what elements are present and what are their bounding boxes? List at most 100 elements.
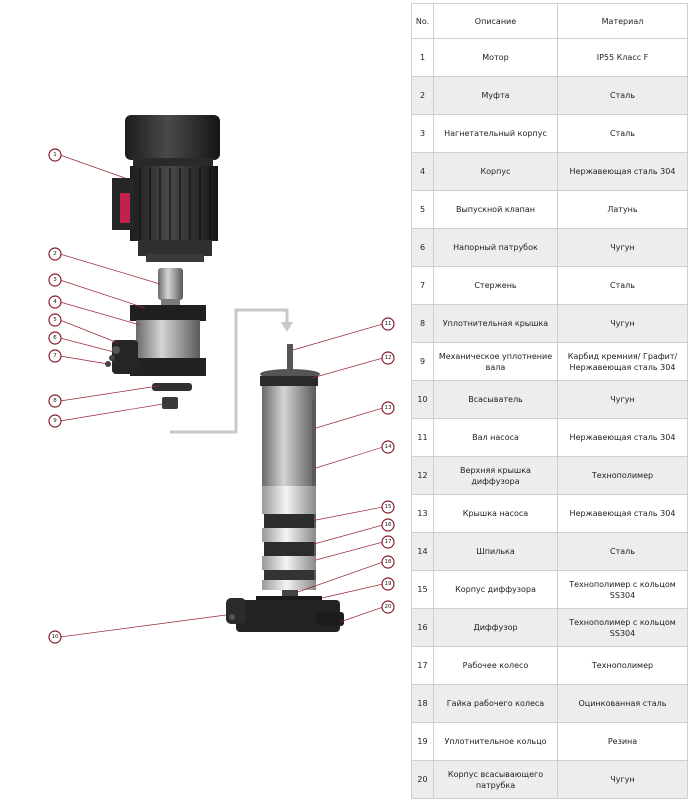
- callout-19: 19: [381, 577, 395, 591]
- cell-material: Чугун: [557, 380, 688, 419]
- callout-3: 3: [48, 273, 62, 287]
- cell-no: 15: [411, 570, 434, 609]
- cell-description: Механическое уплотнение вала: [433, 342, 558, 381]
- cell-description: Диффузор: [433, 608, 558, 647]
- cell-no: 1: [411, 38, 434, 77]
- header-description: Описание: [433, 3, 558, 39]
- cell-description: Уплотнительное кольцо: [433, 722, 558, 761]
- header-material: Материал: [557, 3, 688, 39]
- cell-material: Резина: [557, 722, 688, 761]
- cell-description: Мотор: [433, 38, 558, 77]
- cell-description: Верхняя крышка диффузора: [433, 456, 558, 495]
- cell-no: 9: [411, 342, 434, 381]
- cell-material: Технополимер с кольцом SS304: [557, 570, 688, 609]
- cell-description: Крышка насоса: [433, 494, 558, 533]
- cell-no: 18: [411, 684, 434, 723]
- cell-material: Сталь: [557, 266, 688, 305]
- callout-label: 20: [385, 604, 392, 610]
- cell-material: Латунь: [557, 190, 688, 229]
- callout-14: 14: [381, 440, 395, 454]
- leader-lines: [59, 154, 384, 638]
- callout-label: 7: [53, 353, 57, 359]
- pump-shaft-part: [260, 344, 320, 379]
- cell-description: Рабочее колесо: [433, 646, 558, 685]
- callout-label: 1: [53, 152, 57, 158]
- callout-label: 12: [385, 355, 392, 361]
- callout-label: 18: [385, 559, 392, 565]
- callout-1: 1: [48, 148, 62, 162]
- motor-part: [112, 115, 220, 262]
- callout-label: 17: [385, 539, 392, 545]
- callout-18: 18: [381, 555, 395, 569]
- callout-label: 15: [385, 504, 392, 510]
- cell-no: 6: [411, 228, 434, 267]
- header-no: No.: [411, 3, 434, 39]
- cell-description: Корпус всасывающего патрубка: [433, 760, 558, 799]
- cell-no: 3: [411, 114, 434, 153]
- callout-9: 9: [48, 414, 62, 428]
- pump-exploded-diagram: 1 2 3 4 5 6 7 8 9 10 11 12 13 14 15 16 1…: [48, 115, 395, 644]
- cell-material: Сталь: [557, 76, 688, 115]
- cell-material: IP55 Класс F: [557, 38, 688, 77]
- callout-label: 5: [53, 317, 57, 323]
- cell-description: Корпус: [433, 152, 558, 191]
- cell-description: Напорный патрубок: [433, 228, 558, 267]
- callout-20: 20: [381, 600, 395, 614]
- cell-material: Сталь: [557, 532, 688, 571]
- callout-label: 9: [53, 418, 57, 424]
- cell-material: Чугун: [557, 304, 688, 343]
- cell-no: 16: [411, 608, 434, 647]
- assembly-arrow: [170, 308, 289, 434]
- cell-description: Вал насоса: [433, 418, 558, 457]
- table-header-row: No. Описание Материал: [411, 3, 688, 39]
- cell-material: Технополимер: [557, 646, 688, 685]
- callout-label: 14: [385, 444, 392, 450]
- callout-13: 13: [381, 401, 395, 415]
- cell-description: Шпилька: [433, 532, 558, 571]
- cell-description: Муфта: [433, 76, 558, 115]
- callout-6: 6: [48, 331, 62, 345]
- cell-description: Уплотнительная крышка: [433, 304, 558, 343]
- cell-material: Технополимер с кольцом SS304: [557, 608, 688, 647]
- cell-description: Выпускной клапан: [433, 190, 558, 229]
- callout-4: 4: [48, 295, 62, 309]
- callout-10: 10: [48, 630, 62, 644]
- cell-no: 7: [411, 266, 434, 305]
- callout-label: 4: [53, 299, 57, 305]
- callout-7: 7: [48, 349, 62, 363]
- cell-no: 10: [411, 380, 434, 419]
- callout-label: 8: [53, 398, 57, 404]
- callout-label: 19: [385, 581, 392, 587]
- cell-description: Нагнетательный корпус: [433, 114, 558, 153]
- seal-cover-part: [152, 383, 192, 409]
- cell-material: Чугун: [557, 228, 688, 267]
- callout-8: 8: [48, 394, 62, 408]
- callout-label: 13: [385, 405, 392, 411]
- cell-material: Нержавеющая сталь 304: [557, 152, 688, 191]
- callout-label: 3: [53, 277, 57, 283]
- cell-material: Технополимер: [557, 456, 688, 495]
- cell-no: 20: [411, 760, 434, 799]
- pump-stages-part: [262, 486, 316, 590]
- callout-label: 11: [385, 321, 392, 327]
- cell-description: Всасыватель: [433, 380, 558, 419]
- callout-label: 2: [53, 251, 57, 257]
- cell-no: 14: [411, 532, 434, 571]
- callout-17: 17: [381, 535, 395, 549]
- diffuser-top-cover-part: [260, 376, 318, 386]
- pump-sleeve-part: [262, 386, 316, 486]
